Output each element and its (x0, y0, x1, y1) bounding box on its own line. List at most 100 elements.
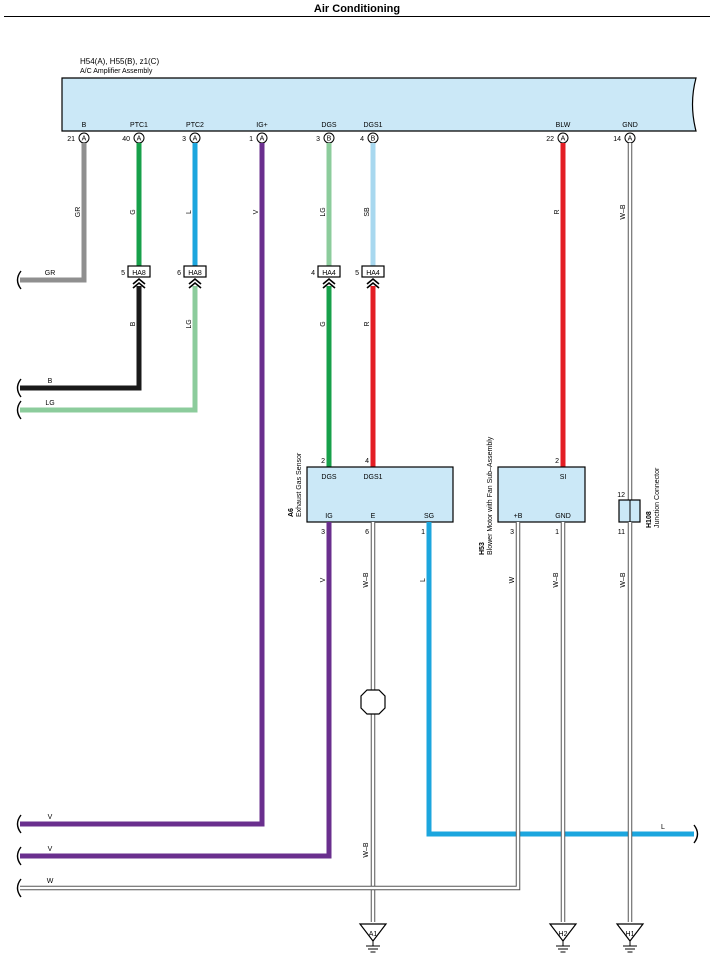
wire-ig-purple (20, 143, 265, 827)
amplifier-pin-0-circle-letter: A (82, 136, 87, 143)
junction-2-pin: 4 (311, 270, 315, 277)
ground-0-triangle (358, 923, 388, 942)
wire-sensor-sg-blue (426, 522, 694, 837)
sensor-top-pin-0-number: 2 (321, 458, 325, 465)
blower-id: H53 (479, 542, 486, 555)
amplifier-pin-0-number: 21 (67, 136, 75, 143)
label-wire-gnd-upper: W–B (620, 204, 627, 220)
junction-2-chevron-a (322, 277, 336, 285)
break-sensor-ig (16, 846, 22, 866)
break-ptc1 (16, 378, 22, 398)
label-wire-ig-left: V (48, 814, 53, 821)
junction-0-box (127, 265, 151, 278)
junction-connector-id: H108 (646, 511, 653, 528)
amplifier-pin-1-circle-letter: A (137, 136, 142, 143)
label-wire-ig: V (253, 209, 260, 214)
junction-2-box (317, 265, 341, 278)
ground-2-label: H1 (626, 931, 635, 938)
label-wire-sensor-e-lower: W–B (363, 842, 370, 858)
amplifier-pin-3-label: IG+ (256, 122, 267, 129)
junction-0-chevron-a (132, 277, 146, 285)
amplifier-pin-4-circle-letter: B (327, 136, 332, 143)
label-wire-ptc1-upper: G (130, 209, 137, 214)
sensor-bottom-pin-0-number: 3 (321, 529, 325, 536)
amplifier-pin-4-number: 3 (316, 136, 320, 143)
header-rule (4, 16, 710, 17)
blower-bottom-pin-1-label: GND (555, 513, 571, 520)
sensor-top-pin-0-label: DGS (321, 474, 337, 481)
amplifier-pin-3-circle-letter: A (260, 136, 265, 143)
blower-name: Blower Motor with Fan Sub–Assembly (487, 436, 494, 555)
label-wire-blower-b: W (509, 576, 516, 583)
amplifier-pin-1-number: 40 (122, 136, 130, 143)
ground-1-label: H2 (559, 931, 568, 938)
junction-3-box (361, 265, 385, 278)
label-wire-ptc2-lower: LG (186, 319, 193, 328)
label-wire-ptc2-upper: L (186, 210, 193, 214)
amplifier-pin-2-number: 3 (182, 136, 186, 143)
sensor-bottom-pin-0-label: IG (325, 513, 332, 520)
sensor-bottom-pin-2-label: SG (424, 513, 434, 520)
junction-0-name: HA8 (132, 270, 146, 277)
sensor-name: Exhaust Gas Sensor (296, 452, 303, 517)
label-wire-ptc1-lower: B (130, 321, 137, 326)
blower-bottom-pin-1-number: 1 (555, 529, 559, 536)
junction-connector-pin-bottom: 11 (618, 529, 625, 536)
label-wire-b: GR (75, 207, 82, 218)
break-blower-b (16, 878, 22, 898)
splice-point (360, 689, 386, 715)
label-wire-b-left: GR (45, 270, 56, 277)
wire-ptc2-lightgreen (20, 286, 198, 413)
break-ig (16, 814, 22, 834)
amplifier-pin-2-label: PTC2 (186, 122, 204, 129)
amplifier-pin-1-label: PTC1 (130, 122, 148, 129)
label-wire-dgs-lower: G (320, 321, 327, 326)
amplifier-pin-3-number: 1 (249, 136, 253, 143)
ground-2-triangle (615, 923, 645, 942)
wire-blower-b-white (20, 522, 520, 890)
wire-ptc1-black (20, 286, 142, 391)
break-b (16, 270, 22, 290)
amplifier-pin-6-circle-letter: A (561, 136, 566, 143)
blower-bottom-pin-0-label: +B (514, 513, 523, 520)
label-wire-dgs-upper: LG (320, 207, 327, 216)
ground-0-label: A1 (369, 931, 378, 938)
label-wire-sensor-ig: V (320, 577, 327, 582)
sensor-top-pin-1-number: 4 (365, 458, 369, 465)
sensor-bottom-pin-2-number: 1 (421, 529, 425, 536)
amplifier-box (61, 77, 697, 132)
sensor-top-pin-1-label: DGS1 (363, 474, 382, 481)
amplifier-pin-6-label: BLW (556, 122, 571, 129)
junction-2-chevron-b (322, 281, 336, 289)
junction-0-chevron-b (132, 281, 146, 289)
label-wire-blw: R (554, 209, 561, 214)
amplifier-pin-7-label: GND (622, 122, 638, 129)
amplifier-pin-7-circle-letter: A (628, 136, 633, 143)
sensor-box (306, 466, 454, 523)
junction-1-chevron-b (188, 281, 202, 289)
amplifier-pin-0-label: B (82, 122, 87, 129)
label-wire-sensor-sg: L (420, 578, 427, 582)
break-sensor-sg (693, 824, 699, 844)
blower-top-pin-0-label: SI (560, 474, 567, 481)
junction-connector-pin-top: 12 (617, 492, 625, 499)
label-wire-gnd-lower: W–B (620, 572, 627, 588)
junction-1-box (183, 265, 207, 278)
amplifier-pin-5-circle-letter: B (371, 136, 376, 143)
label-wire-blower-b-left: W (47, 878, 54, 885)
amplifier-name: A/C Amplifier Assembly (80, 68, 153, 75)
page-title: Air Conditioning (313, 3, 401, 15)
sensor-id: A6 (288, 508, 295, 517)
junction-3-pin: 5 (355, 270, 359, 277)
sensor-bottom-pin-1-number: 6 (365, 529, 369, 536)
junction-1-chevron-a (188, 277, 202, 285)
junction-3-chevron-b (366, 281, 380, 289)
amplifier-pin-5-number: 4 (360, 136, 364, 143)
page-header: Air Conditioning (0, 0, 714, 18)
label-wire-sensor-ig-left: V (48, 846, 53, 853)
label-wire-sensor-e-upper: W–B (363, 572, 370, 588)
label-wire-dgs1-lower: R (364, 321, 371, 326)
break-ptc2 (16, 400, 22, 420)
junction-2-name: HA4 (322, 270, 336, 277)
